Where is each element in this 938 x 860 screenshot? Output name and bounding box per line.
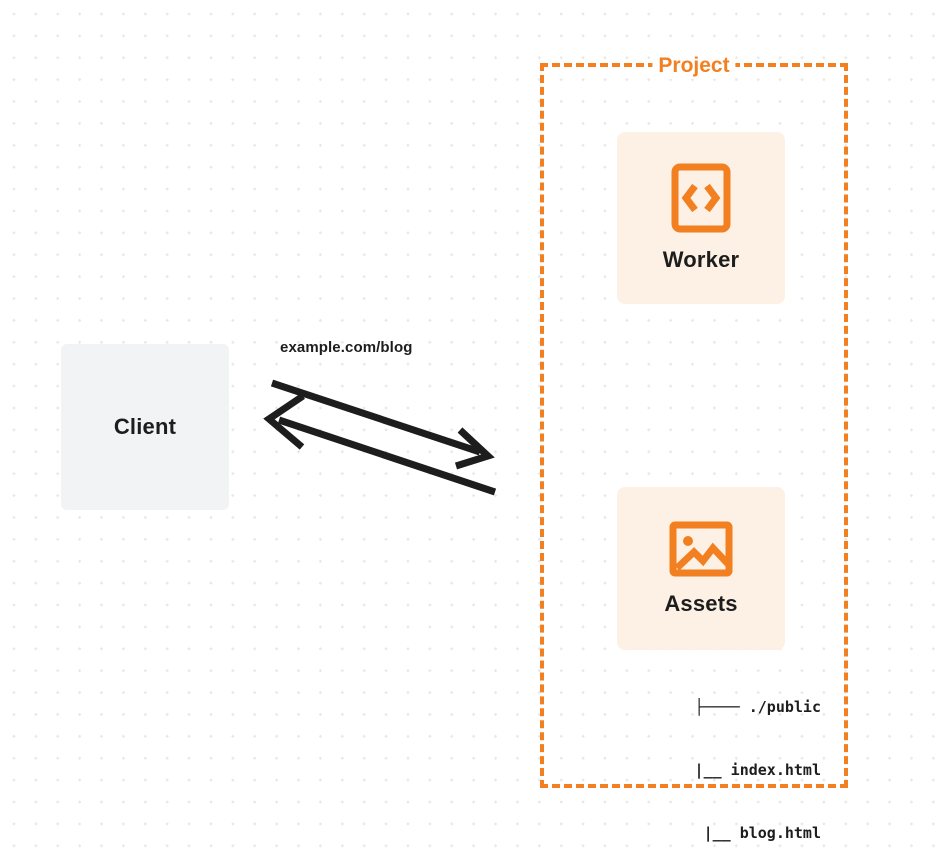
edge-label-request-url: example.com/blog — [280, 339, 413, 356]
tree-row: |__ blog.html — [676, 824, 821, 842]
assets-card-label: Assets — [664, 590, 738, 616]
request-arrow — [270, 379, 495, 470]
worker-card-label: Worker — [662, 247, 740, 272]
assets-card[interactable]: Assets — [617, 487, 785, 650]
image-picture-icon — [669, 521, 733, 577]
project-group-label: Project — [652, 53, 736, 79]
tree-row: ├──── ./public — [694, 698, 821, 716]
tree-row: |__ index.html — [667, 761, 821, 779]
code-brackets-icon — [671, 163, 731, 233]
client-node[interactable]: Client — [61, 344, 229, 510]
assets-file-tree: ├──── ./public |__ index.html |__ blog.h… — [589, 655, 821, 860]
response-arrow — [263, 393, 497, 496]
worker-card[interactable]: Worker — [617, 132, 785, 304]
project-group: Project Worker Assets — [540, 53, 848, 842]
client-node-label: Client — [113, 414, 177, 439]
